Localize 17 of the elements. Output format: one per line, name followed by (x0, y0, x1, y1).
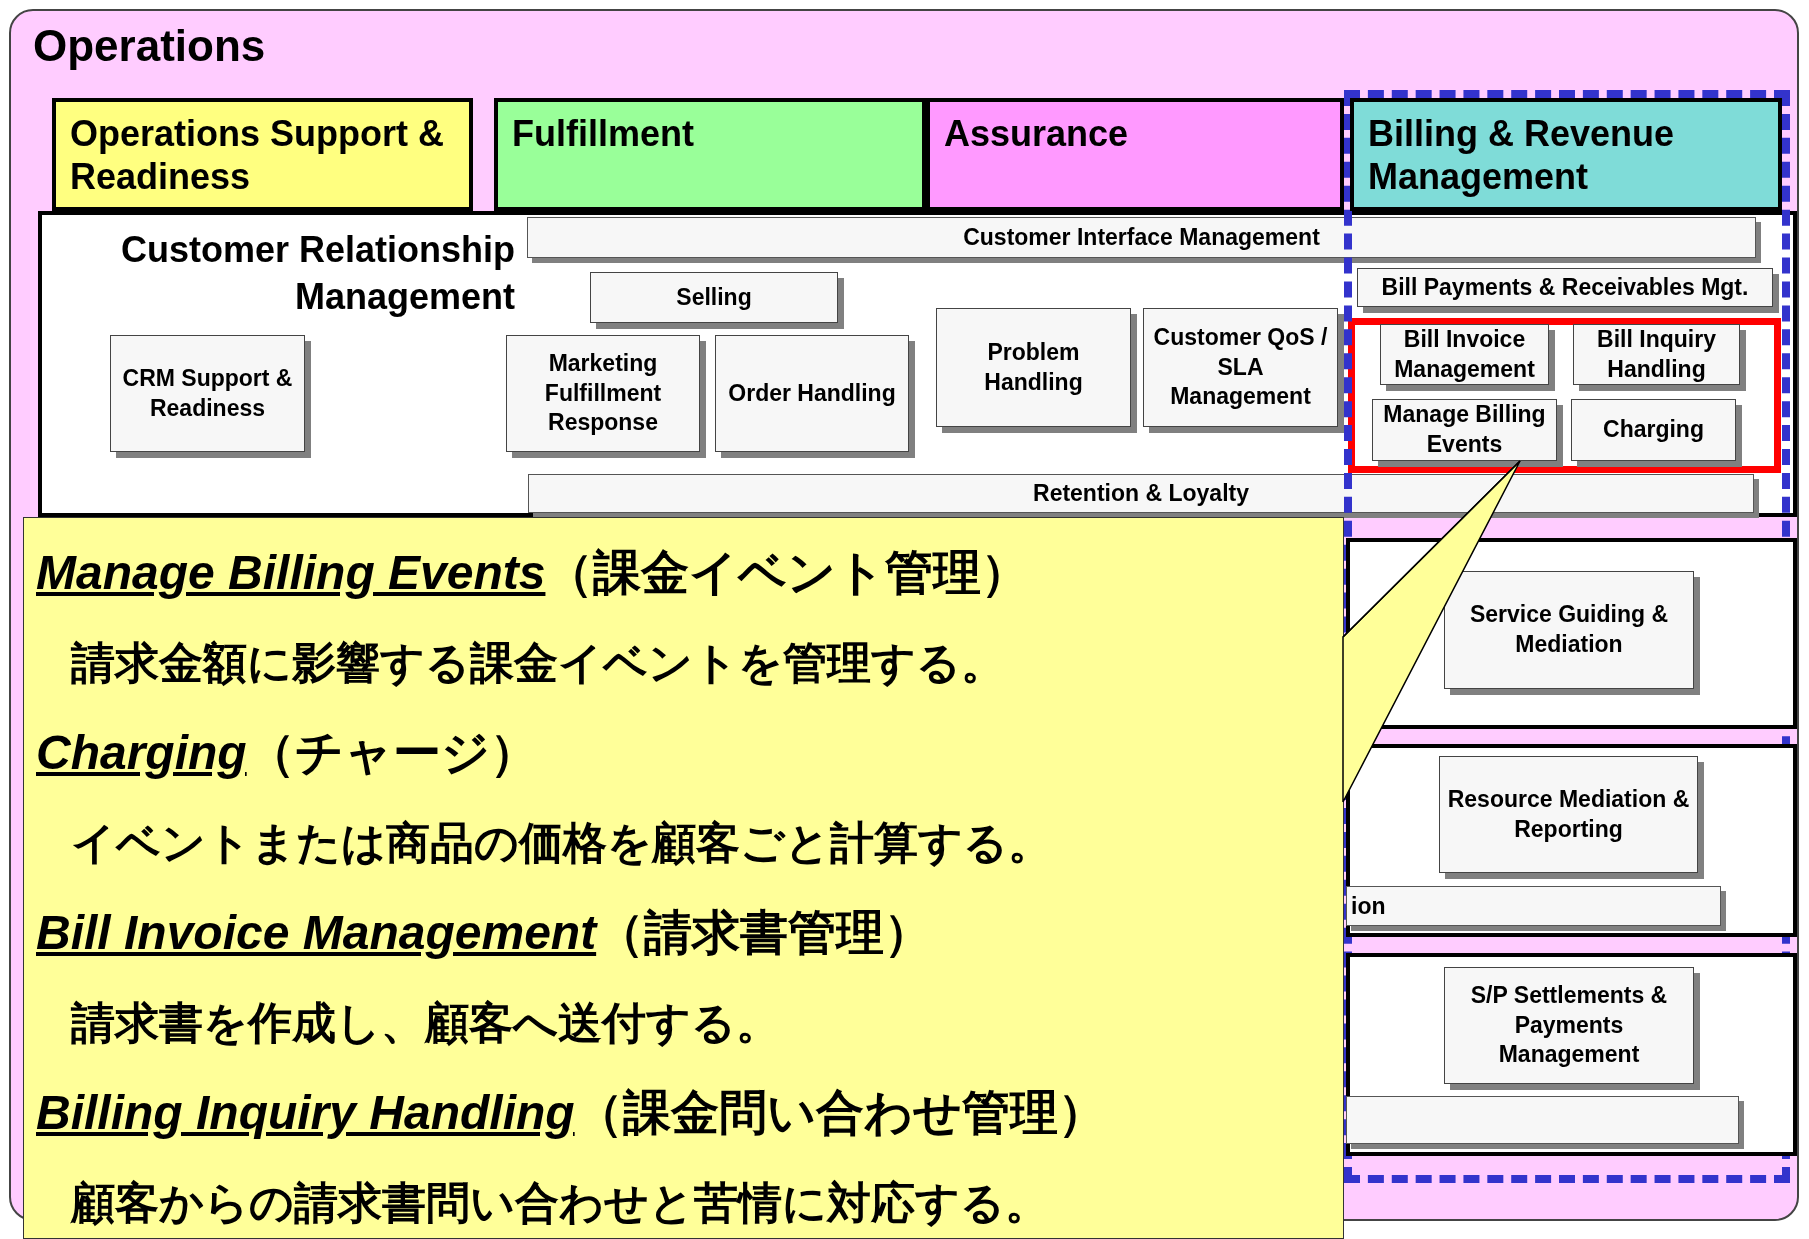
callout-text: 請求金額に影響する課金イベントを管理する。 (70, 637, 1006, 689)
panel-title: Operations (33, 21, 266, 71)
callout-text: 請求書を作成し、顧客へ送付する。 (70, 997, 781, 1049)
column-header: Operations Support & Readiness (52, 98, 473, 211)
callout-text: 顧客からの請求書問い合わせと苦情に対応する。 (69, 1177, 1050, 1229)
column-header: Assurance (926, 98, 1344, 211)
panel-title: Customer Relationship Management (119, 228, 515, 319)
column-header: Fulfillment (494, 98, 926, 211)
process-panel (1346, 744, 1797, 937)
highlight-frame (1348, 318, 1781, 473)
callout-heading: Bill Invoice Management（請求書管理） (36, 905, 934, 961)
callout-heading: Billing Inquiry Handling（課金問い合わせ管理） (36, 1085, 1107, 1141)
callout-heading: Manage Billing Events（課金イベント管理） (36, 545, 1031, 601)
column-header: Billing & Revenue Management (1350, 98, 1782, 211)
callout-heading: Charging（チャージ） (36, 725, 539, 781)
process-panel (1346, 953, 1797, 1156)
callout-text: イベントまたは商品の価格を顧客ごと計算する。 (70, 817, 1053, 869)
